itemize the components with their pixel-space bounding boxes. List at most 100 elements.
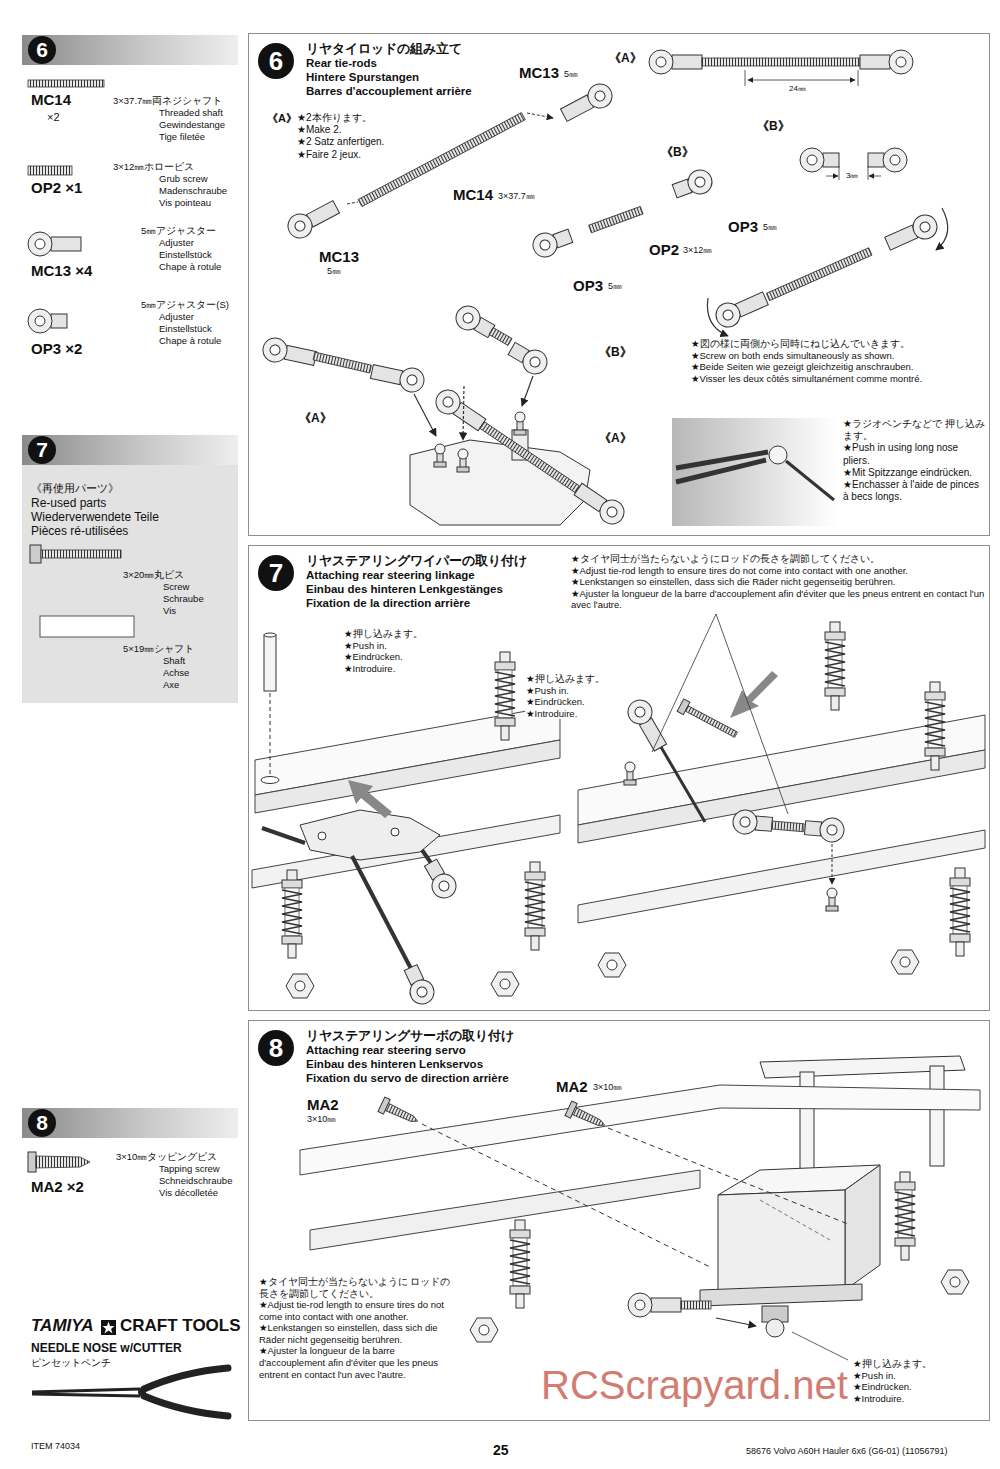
part-code: MC13 — [518, 64, 560, 81]
parts-drawing — [28, 80, 134, 1172]
panel-ground — [22, 35, 238, 65]
note: ★Screw on both ends simultaneously as sh… — [690, 350, 895, 362]
note: ★Lenkstangen so einstellen, dass sich di… — [570, 576, 896, 588]
servo-drawing — [300, 1085, 980, 1175]
parts-drawing — [41, 550, 121, 558]
step-title-block: リヤタイロッドの組み立てRear tie-rodsHintere Spursta… — [305, 42, 473, 98]
tool-drawing — [103, 1322, 115, 1334]
tie-rod-drawing — [672, 418, 837, 526]
part-name: Grub screw — [158, 174, 209, 185]
part-name: Schneidschraube — [158, 1176, 233, 1187]
tie-rod-drawing — [839, 166, 840, 180]
linkage-drawing — [262, 828, 305, 843]
servo-drawing — [565, 1101, 608, 1132]
servo-drawing — [700, 1284, 862, 1306]
step-number: 6 — [258, 43, 294, 79]
part-name: 5㎜アジャスター(S) — [140, 300, 230, 311]
linkage-drawing — [624, 696, 671, 754]
note: ★押し込みます。 — [343, 628, 424, 640]
tie-rod-drawing — [261, 336, 318, 370]
step-title: Rear tie-rods — [305, 57, 378, 71]
note-block: ★ラジオペンチなどで 押し込みます。★Push in using long no… — [842, 418, 984, 503]
note: ★タイヤ同士が当たらないように ロッドの長さを調節してください。 — [258, 1276, 460, 1299]
tie-rod-drawing — [514, 412, 526, 435]
tie-rod-drawing — [457, 449, 469, 472]
tie-rod-drawing — [452, 302, 498, 342]
servo-drawing — [930, 1066, 944, 1166]
tie-rod-drawing — [766, 248, 872, 301]
part-code: OP3 ×2 — [30, 340, 83, 357]
watermark: RCScrapyard.net — [540, 1362, 849, 1408]
dimension: 3㎜ — [845, 171, 859, 180]
step-title: Fixation du servo de direction arrière — [305, 1072, 510, 1086]
servo-drawing — [941, 1270, 969, 1294]
servo-drawing — [628, 1293, 681, 1317]
part-code: OP3 — [572, 277, 604, 294]
part-name: Vis décolletée — [158, 1188, 219, 1199]
tie-rod-drawing — [748, 80, 855, 81]
tie-rod-drawing — [712, 287, 770, 330]
step-number: 6 — [28, 36, 56, 64]
linkage-drawing — [525, 862, 545, 950]
tie-rod-drawing — [527, 113, 553, 118]
note: ★Eindrücken. — [343, 651, 404, 663]
brand-text: CRAFT TOOLS — [119, 1316, 242, 1336]
step-number: 8 — [258, 1030, 294, 1066]
part-name: Vis — [162, 606, 177, 617]
tool-drawing — [144, 1368, 228, 1389]
tie-rod-drawing — [434, 444, 446, 467]
note: ★図の様に両側から同時にねじ込んでいきます。 — [690, 338, 911, 350]
tie-rod-drawing — [702, 58, 860, 66]
linkage-drawing — [677, 699, 739, 741]
part-name: Adjuster — [158, 312, 195, 323]
part-name: Axe — [162, 680, 180, 691]
step-title: Barres d'accouplement arrière — [305, 85, 473, 99]
note: ★Introduire. — [852, 1393, 905, 1405]
linkage-drawing — [286, 974, 314, 998]
tie-rod-drawing — [868, 148, 907, 172]
linkage-drawing — [730, 671, 778, 718]
tool-drawing — [144, 1396, 228, 1416]
part-name: Chape à rotule — [158, 262, 222, 273]
linkage-drawing — [661, 747, 705, 822]
part-name: Madenschraube — [158, 186, 228, 197]
step-number: 8 — [28, 1109, 56, 1137]
servo-drawing — [760, 1200, 830, 1240]
note: ★Adjust tie-rod length to ensure tires d… — [258, 1299, 460, 1322]
note: ★Visser les deux côtés simultanément com… — [690, 373, 923, 385]
linkage-drawing — [391, 828, 399, 836]
tie-rod-drawing — [826, 176, 838, 177]
note-block: ★押し込みます。★Push in.★Eindrücken.★Introduire… — [343, 628, 473, 674]
servo-drawing — [510, 1220, 530, 1308]
tie-rod-drawing — [707, 298, 728, 336]
step-title: Fixation de la direction arrière — [305, 597, 471, 611]
linkage-drawing — [950, 868, 970, 956]
tie-rod-drawing — [284, 196, 342, 242]
tie-rod-drawing — [571, 479, 628, 529]
part-code: MC13 ×4 — [30, 262, 93, 279]
tie-rod-drawing — [676, 452, 768, 468]
tie-rod-drawing — [489, 328, 512, 346]
part-name: Vis pointeau — [158, 198, 212, 209]
part-code: OP2 — [648, 241, 680, 258]
servo-drawing — [792, 1332, 848, 1360]
tie-rod-drawing — [347, 202, 358, 204]
parts-drawing — [28, 166, 72, 175]
linkage-drawing — [925, 682, 945, 770]
tie-rod-drawing — [869, 176, 881, 177]
item-number: ITEM 74034 — [30, 1441, 81, 1451]
step-title-block: リヤステアリングサーボの取り付けAttaching rear steering … — [305, 1029, 515, 1085]
part-size: 5㎜ — [326, 266, 342, 276]
note: ★Mit Spitzzange eindrücken. — [842, 467, 973, 479]
linkage-drawing — [352, 856, 418, 982]
part-size: 3×10㎜ — [306, 1114, 337, 1124]
part-name: 5×19㎜シャフト — [122, 644, 195, 655]
linkage-drawing — [716, 614, 788, 814]
step-title: Einbau des hinteren Lenkservos — [305, 1058, 484, 1072]
part-code: MA2 — [555, 1078, 589, 1095]
parts-panel: 7 — [22, 435, 238, 703]
tie-rod-drawing — [463, 386, 464, 440]
part-size: 3×37.7㎜ — [497, 191, 536, 201]
part-name: 3×12㎜ホロービス — [112, 162, 195, 173]
